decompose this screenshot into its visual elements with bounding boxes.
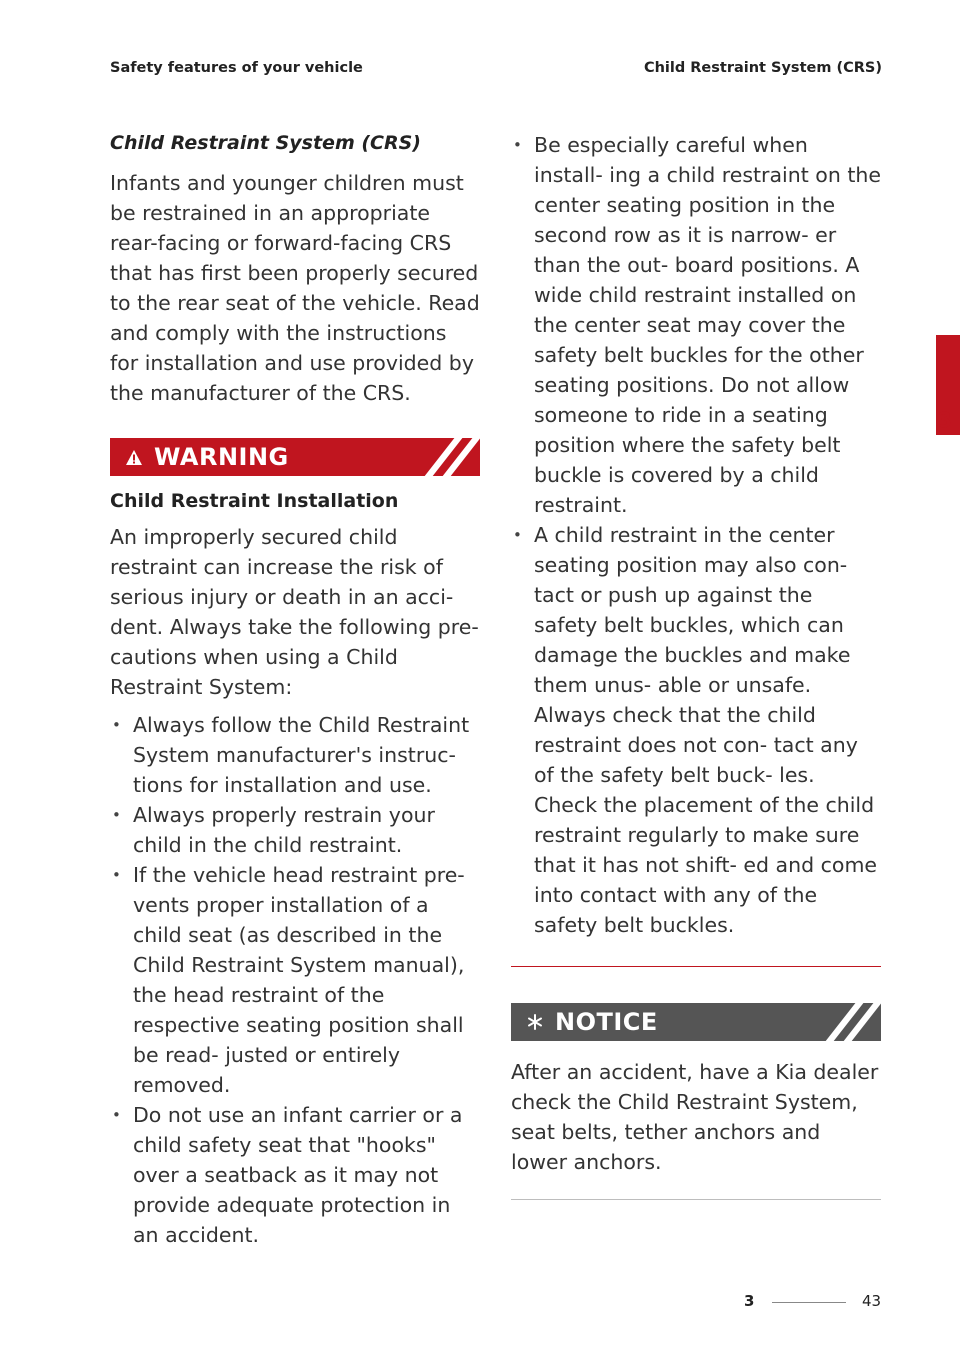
- warning-triangle-icon: [122, 449, 146, 466]
- list-item: If the vehicle head restraint pre- vents…: [110, 860, 480, 1100]
- warning-paragraph: An improperly secured child restraint ca…: [110, 525, 479, 699]
- footer-divider: [772, 1302, 846, 1303]
- running-header-section: Safety features of your vehicle: [110, 60, 363, 76]
- notice-paragraph: After an accident, have a Kia dealer che…: [511, 1060, 879, 1174]
- chapter-side-number: 3: [938, 408, 952, 432]
- notice-banner: NOTICE: [511, 1003, 881, 1041]
- warning-end-rule: [511, 966, 881, 967]
- section-title: Child Restraint System (CRS): [110, 132, 421, 154]
- chapter-side-tab: [936, 335, 960, 435]
- page-number: 43: [862, 1292, 882, 1310]
- notice-label: NOTICE: [555, 1008, 658, 1036]
- warning-banner: WARNING: [110, 438, 480, 476]
- list-item: Do not use an infant carrier or a child …: [110, 1100, 480, 1250]
- footer-chapter-number: 3: [744, 1292, 755, 1310]
- right-column: Be especially careful when install- ing …: [511, 128, 881, 1200]
- warning-label: WARNING: [154, 443, 289, 471]
- warning-bullet-list-continued: Be especially careful when install- ing …: [511, 130, 881, 940]
- list-item: A child restraint in the center seating …: [511, 520, 881, 940]
- warning-bullet-list: Always follow the Child Restraint System…: [110, 710, 480, 1250]
- left-column: Child Restraint System (CRS) Infants and…: [110, 128, 480, 1250]
- intro-paragraph: Infants and younger children must be res…: [110, 171, 480, 405]
- list-item: Be especially careful when install- ing …: [511, 130, 881, 520]
- running-header-topic: Child Restraint System (CRS): [643, 60, 882, 76]
- list-item: Always follow the Child Restraint System…: [110, 710, 480, 800]
- asterisk-icon: [523, 1013, 547, 1031]
- warning-heading: Child Restraint Installation: [110, 490, 399, 512]
- notice-end-rule: [511, 1199, 881, 1200]
- list-item: Always properly restrain your child in t…: [110, 800, 480, 860]
